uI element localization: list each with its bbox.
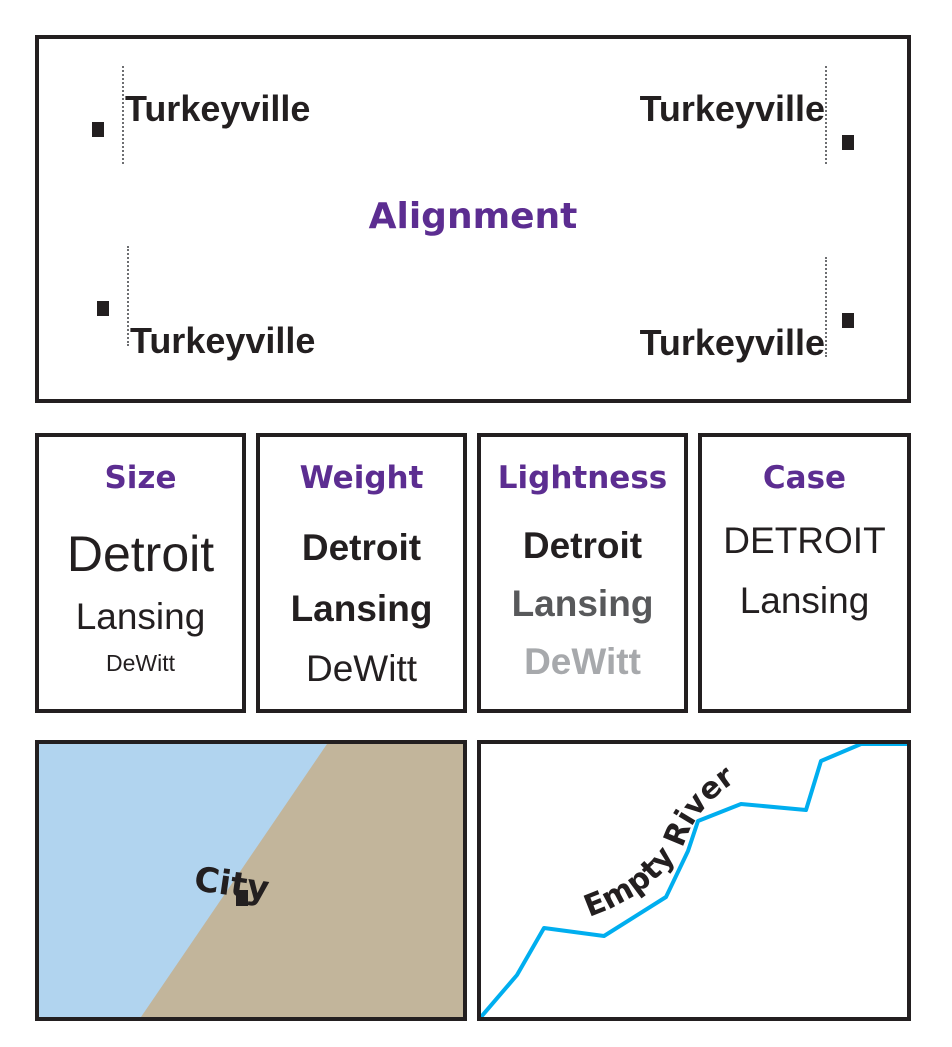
- weight-lansing: Lansing: [290, 588, 433, 629]
- label-turkeyville-bottom-left: Turkeyville: [130, 320, 316, 361]
- alignment-panel: Turkeyville Turkeyville Alignment Turkey…: [35, 35, 911, 403]
- point-symbol-bottom-left: [97, 301, 109, 316]
- guide-line-top-left: [122, 66, 124, 164]
- case-lansing: Lansing: [739, 580, 870, 621]
- guide-line-bottom-left: [127, 246, 129, 346]
- land-area: [141, 744, 463, 1017]
- case-detroit-uppercase: DETROIT: [723, 520, 886, 561]
- weight-panel: Weight Detroit Lansing DeWitt: [256, 433, 467, 713]
- weight-detroit: Detroit: [301, 527, 422, 568]
- guide-line-top-right: [825, 66, 827, 164]
- lightness-dewitt: DeWitt: [524, 641, 641, 682]
- case-heading: Case: [762, 460, 847, 496]
- river-map-panel: Empty River: [477, 740, 911, 1021]
- case-panel: Case DETROIT Lansing: [698, 433, 911, 713]
- alignment-heading: Alignment: [368, 196, 578, 237]
- city-map-panel: City: [35, 740, 467, 1021]
- lightness-lansing: Lansing: [511, 583, 654, 624]
- size-lansing: Lansing: [75, 596, 206, 637]
- point-symbol-bottom-right: [842, 313, 854, 328]
- size-panel: Size Detroit Lansing DeWitt: [35, 433, 246, 713]
- size-heading: Size: [104, 460, 177, 496]
- point-symbol-top-left: [92, 122, 104, 137]
- city-map: City: [39, 744, 463, 1017]
- point-symbol-top-right: [842, 135, 854, 150]
- river-line: [481, 744, 907, 1017]
- label-turkeyville-top-right: Turkeyville: [639, 88, 825, 129]
- size-dewitt: DeWitt: [106, 650, 175, 676]
- city-point-symbol: [236, 890, 248, 906]
- lightness-panel: Lightness Detroit Lansing DeWitt: [477, 433, 688, 713]
- weight-heading: Weight: [299, 460, 424, 496]
- label-turkeyville-bottom-right: Turkeyville: [639, 322, 825, 363]
- weight-dewitt: DeWitt: [306, 648, 417, 689]
- label-turkeyville-top-left: Turkeyville: [125, 88, 311, 129]
- lightness-detroit: Detroit: [522, 525, 643, 566]
- lightness-heading: Lightness: [497, 460, 668, 496]
- guide-line-bottom-right: [825, 257, 827, 357]
- size-detroit: Detroit: [66, 526, 215, 582]
- river-map: Empty River: [481, 744, 907, 1017]
